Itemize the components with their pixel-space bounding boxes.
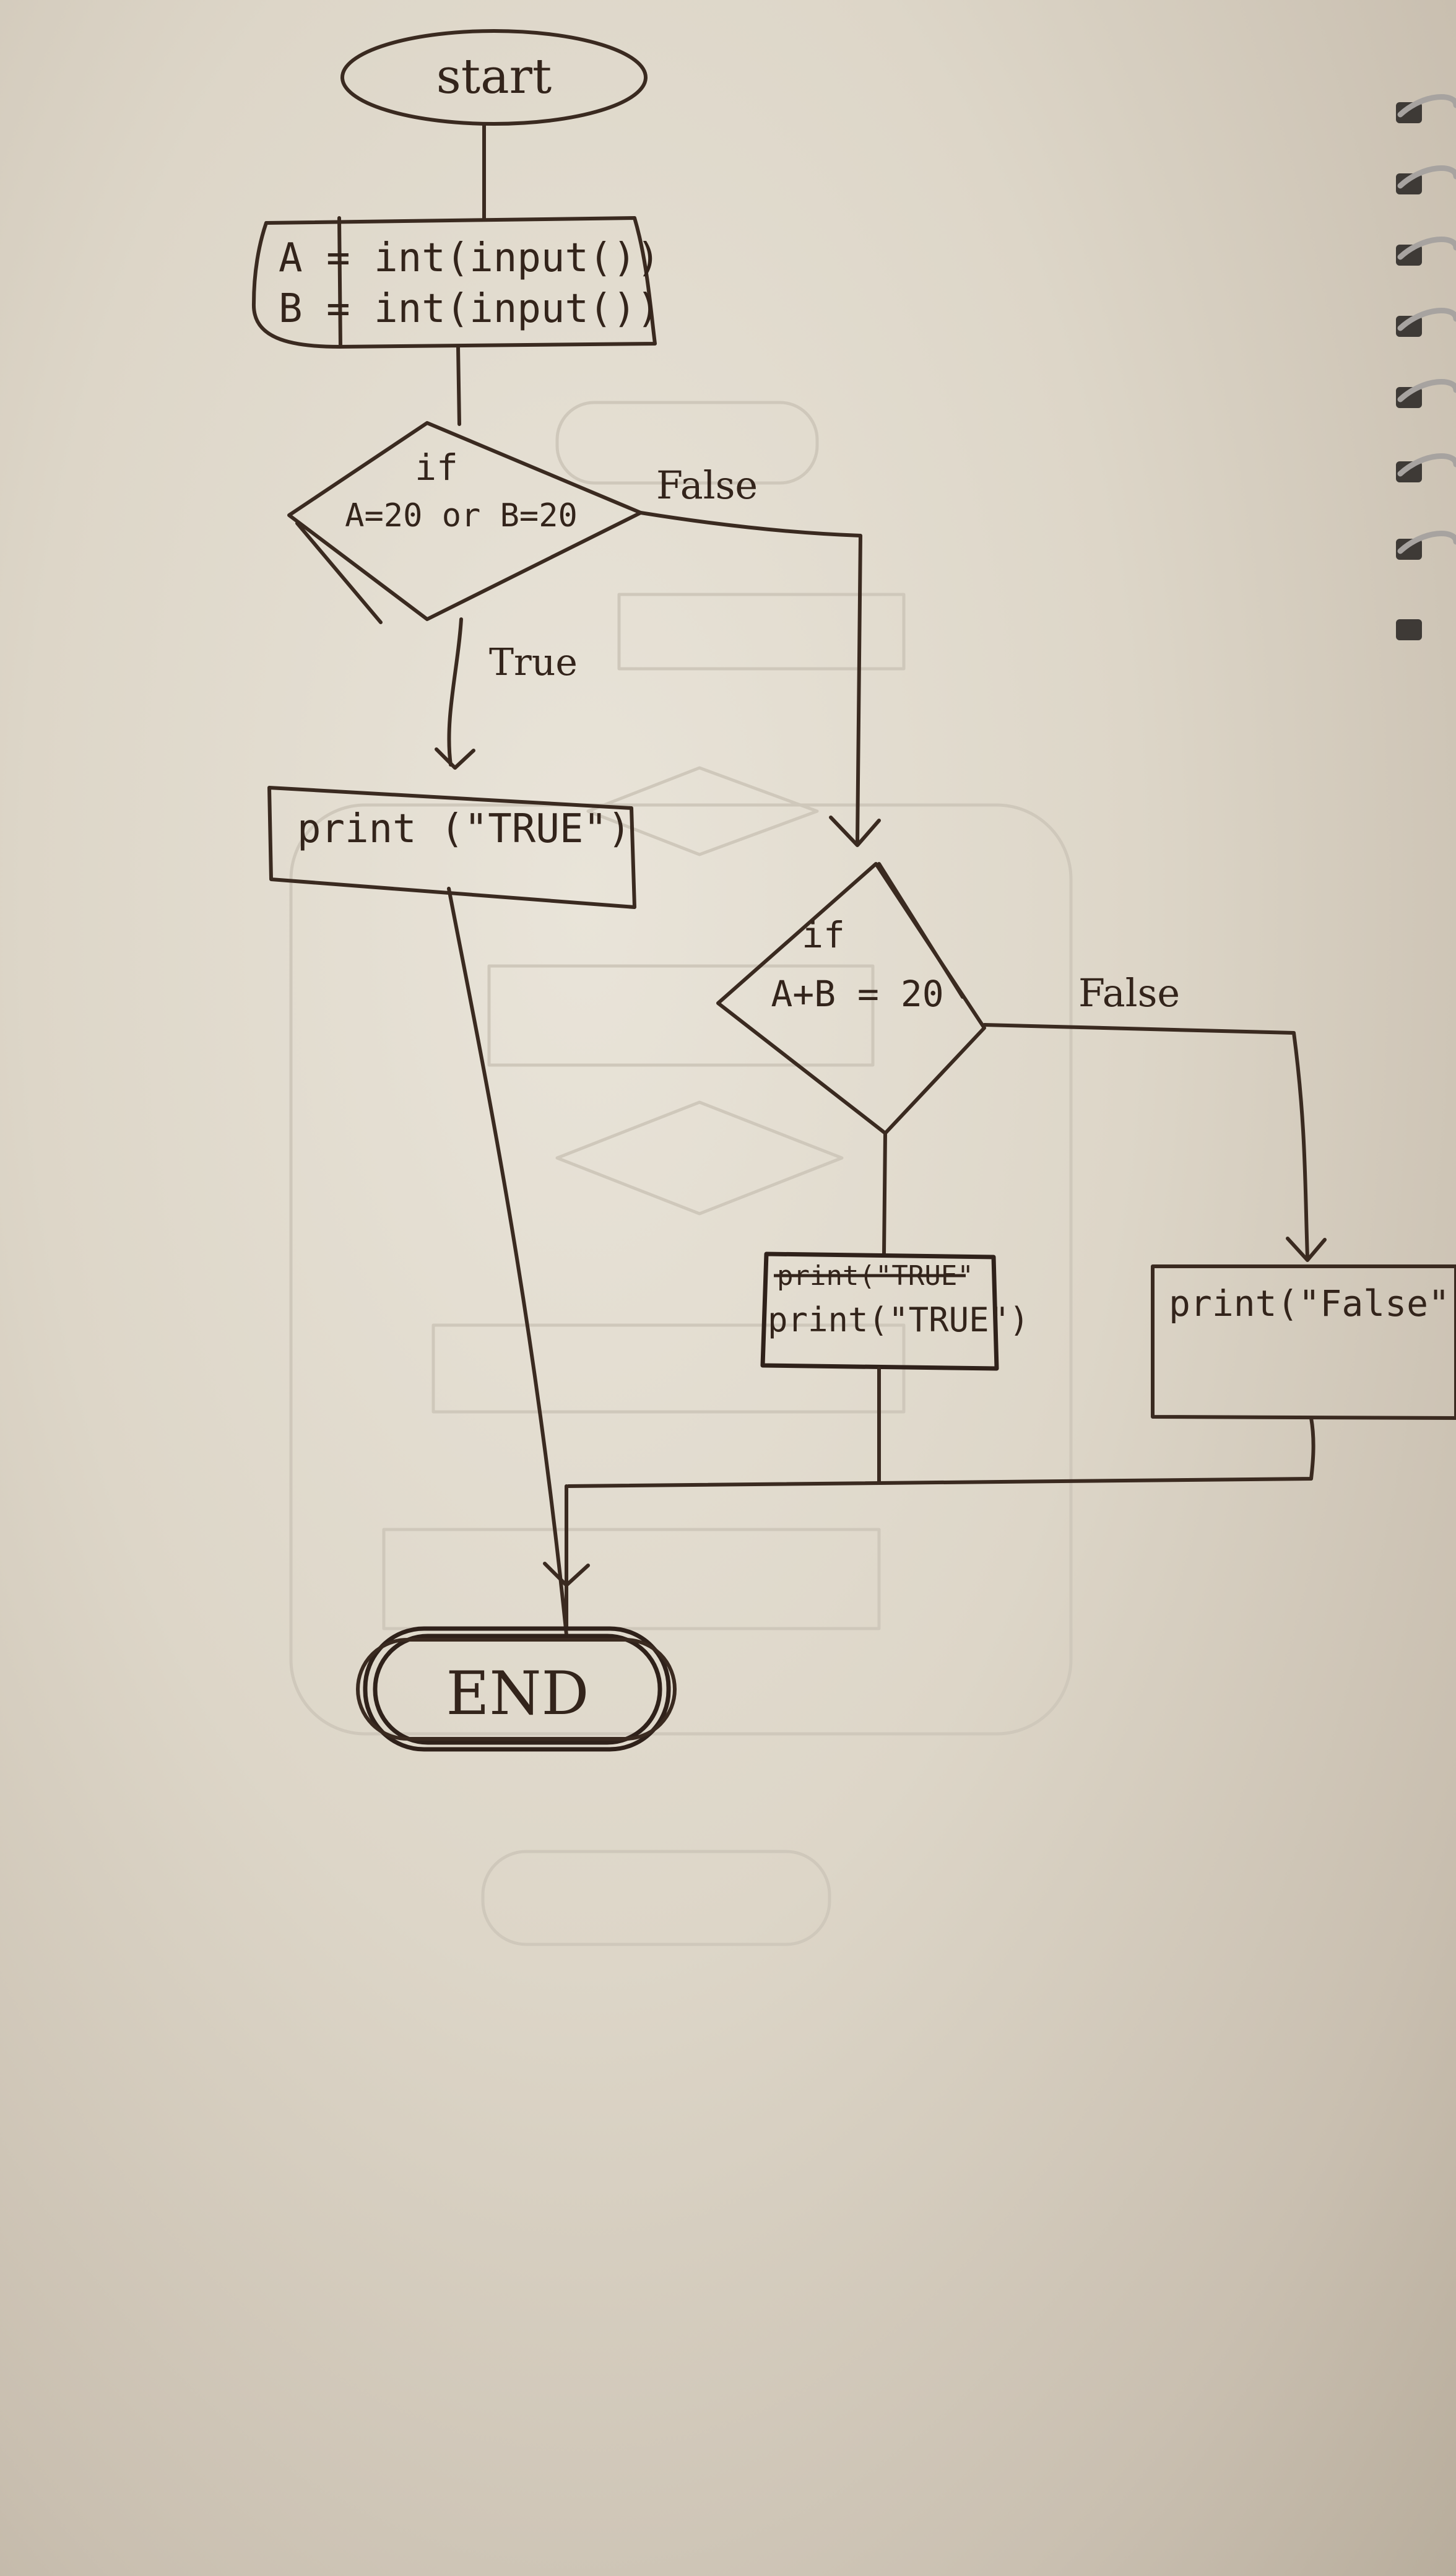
start-text: start xyxy=(436,49,552,105)
input-box: A = int(input()) B = int(input()) xyxy=(251,216,661,349)
decision1-condition: A=20 or B=20 xyxy=(345,497,578,534)
decision2-false-label: False xyxy=(1078,970,1180,1016)
spiral-binding xyxy=(1396,94,1456,640)
connector-print-false-to-merge xyxy=(566,1416,1315,1488)
print-true-box-2: print("TRUE" print("TRUE") xyxy=(760,1251,1029,1371)
end-text: END xyxy=(446,1659,589,1728)
end-terminator: END xyxy=(356,1626,677,1752)
input-line-a: A = int(input()) xyxy=(279,235,661,281)
connector-decision2-false xyxy=(982,1023,1309,1259)
arrowhead-to-print-true-1 xyxy=(435,747,475,770)
print-true-2-text: print("TRUE") xyxy=(768,1300,1029,1339)
input-line-b: B = int(input()) xyxy=(279,286,661,332)
arrowhead-to-end xyxy=(543,1562,590,1587)
connector-print-true-1-to-end xyxy=(447,887,568,1637)
print-false-box: print("False") xyxy=(1151,1264,1456,1420)
decision2-keyword: if xyxy=(802,914,845,956)
decision1-keyword: if xyxy=(415,446,458,489)
decision-1: if A=20 or B=20 xyxy=(287,421,643,624)
decision2-condition: A+B = 20 xyxy=(771,973,943,1015)
connector-decision1-true xyxy=(447,617,463,767)
decision-2: if A+B = 20 xyxy=(716,862,986,1135)
decision1-true-label: True xyxy=(489,641,578,684)
connector-input-to-decision1 xyxy=(456,345,461,426)
print-true-1-text: print ("TRUE") xyxy=(297,806,631,852)
arrowhead-to-print-false xyxy=(1286,1237,1327,1262)
decision1-false-label: False xyxy=(656,463,758,508)
arrowhead-to-decision2 xyxy=(829,816,881,847)
print-true-box-1: print ("TRUE") xyxy=(267,786,636,909)
start-terminator: start xyxy=(340,29,648,126)
connector-decision1-false xyxy=(639,511,862,844)
print-false-text: print("False") xyxy=(1169,1282,1456,1325)
show-through-ghost-drawing xyxy=(289,401,1073,1946)
connector-decision2-true xyxy=(882,1131,887,1256)
